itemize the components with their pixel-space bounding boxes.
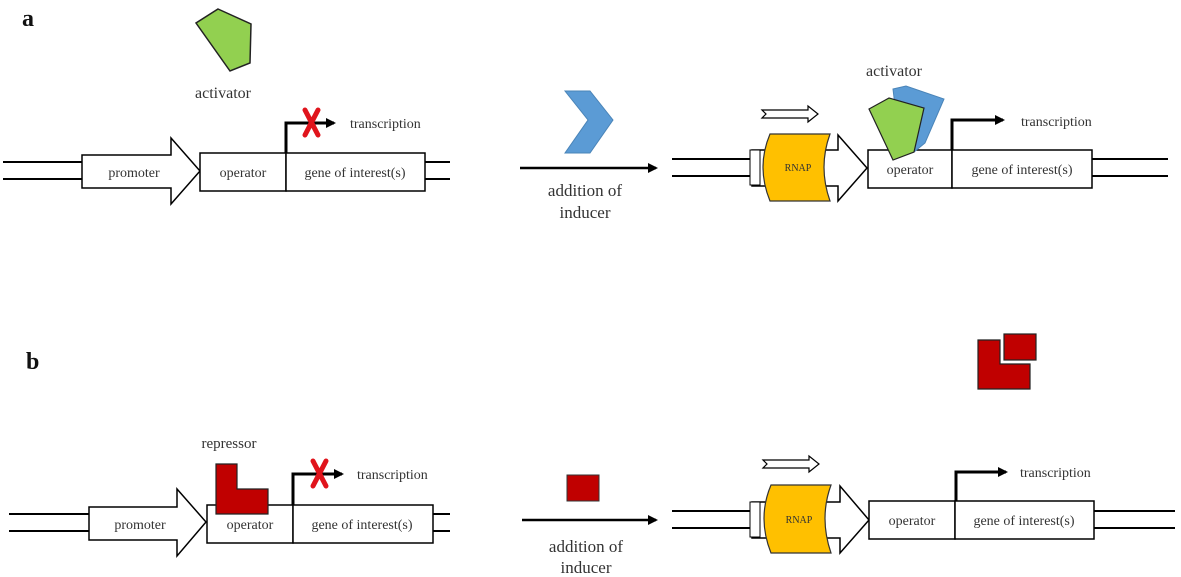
- gene-label: gene of interest(s): [311, 518, 412, 533]
- panel-b-after: RNAP operator gene of interest(s) transc…: [672, 333, 1175, 555]
- repressor-released-shape: [977, 339, 1031, 390]
- gene-box: [285, 152, 426, 192]
- operator-label: operator: [227, 518, 274, 533]
- movement-direction-arrow: [760, 104, 819, 124]
- operator-label: operator: [887, 163, 934, 178]
- activator-shape: [194, 8, 252, 72]
- rnap-label: RNAP: [785, 163, 812, 174]
- promoter-label: promoter: [114, 518, 166, 533]
- panel-b-before: repressor promoter operator gene of inte…: [9, 436, 450, 559]
- transition-label-line2: inducer: [561, 558, 612, 577]
- panel-b-transition: addition of inducer: [522, 474, 658, 577]
- gene-box: [292, 504, 434, 544]
- inducer-chevron-shape: [563, 90, 614, 154]
- gene-box: [951, 149, 1093, 189]
- panel-label-b: b: [26, 349, 39, 375]
- rnap-shape: [763, 484, 832, 554]
- operator-box: [867, 149, 953, 189]
- operator-label: operator: [220, 166, 267, 181]
- inducer-bound-square-shape: [1003, 333, 1037, 361]
- panel-b: b repressor promoter operator gene of in…: [9, 333, 1175, 577]
- gene-label: gene of interest(s): [304, 166, 405, 181]
- panel-a-before: activator promoter operator gene of inte…: [3, 8, 450, 206]
- operator-box: [868, 500, 956, 540]
- transcription-arrow: [291, 469, 344, 505]
- repressor-label: repressor: [202, 436, 257, 452]
- operator-box: [199, 152, 287, 192]
- operator-label: operator: [889, 514, 936, 529]
- transcription-arrow: [950, 115, 1005, 150]
- panel-a-transition: addition of inducer: [520, 90, 658, 222]
- transcription-label: transcription: [1020, 466, 1091, 481]
- panel-a-after: activator RNAP operator gene of interest…: [672, 63, 1168, 203]
- panel-a: a activator promoter operator gene of in…: [3, 6, 1168, 222]
- gene-label: gene of interest(s): [973, 514, 1074, 529]
- gene-label: gene of interest(s): [971, 163, 1072, 178]
- movement-direction-arrow: [761, 454, 820, 474]
- rnap-clamp: [749, 501, 761, 538]
- rnap-label: RNAP: [786, 515, 813, 526]
- activator-label: activator: [195, 85, 252, 102]
- rnap-shape: [762, 133, 831, 202]
- inducer-square-shape: [566, 474, 600, 502]
- rnap-clamp: [749, 149, 761, 186]
- activator-bound-label: activator: [866, 63, 923, 80]
- activator-bound-shape: [868, 97, 925, 161]
- transition-label-line1: addition of: [549, 537, 623, 556]
- promoter-arrow: [81, 136, 201, 206]
- transcription-label: transcription: [350, 117, 421, 132]
- panel-label-a: a: [22, 6, 34, 32]
- transcription-label: transcription: [357, 468, 428, 483]
- transition-label-line1: addition of: [548, 181, 622, 200]
- blocked-x-icon: [302, 107, 321, 138]
- blocked-x-icon: [310, 458, 329, 489]
- promoter-label: promoter: [108, 166, 160, 181]
- transcription-arrow: [954, 467, 1008, 501]
- gene-box: [954, 500, 1095, 540]
- promoter-arrow: [88, 487, 207, 559]
- repressor-shape: [215, 463, 269, 515]
- transcription-label: transcription: [1021, 115, 1092, 130]
- transition-label-line2: inducer: [560, 203, 611, 222]
- transcription-arrow: [284, 118, 336, 153]
